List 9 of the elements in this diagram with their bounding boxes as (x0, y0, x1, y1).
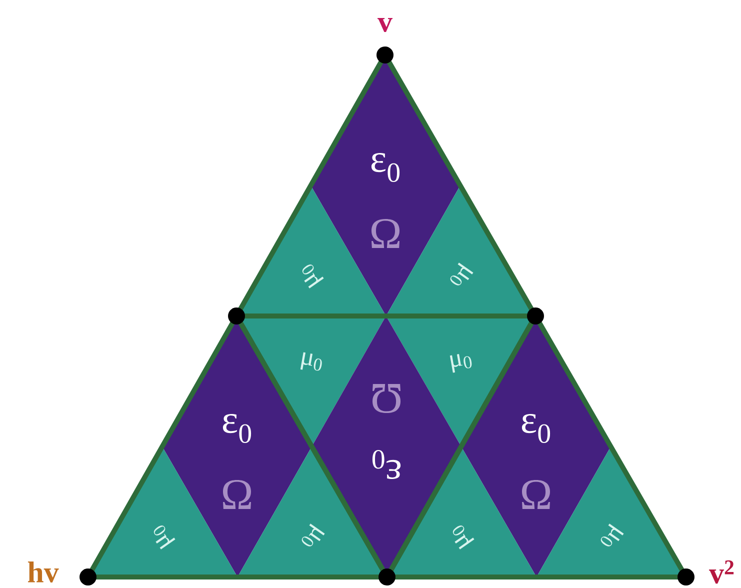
vertex-label: v (378, 18, 392, 32)
vertex-dot (80, 568, 96, 586)
vertex-dot (527, 308, 544, 324)
vertex-dot (378, 568, 396, 586)
vertex-dot (376, 46, 394, 64)
vertex-dot (228, 308, 245, 324)
vertex-label: hv (28, 561, 59, 582)
vertex-dot (678, 568, 694, 586)
vertex-label: v$^{2}$ (709, 560, 734, 584)
